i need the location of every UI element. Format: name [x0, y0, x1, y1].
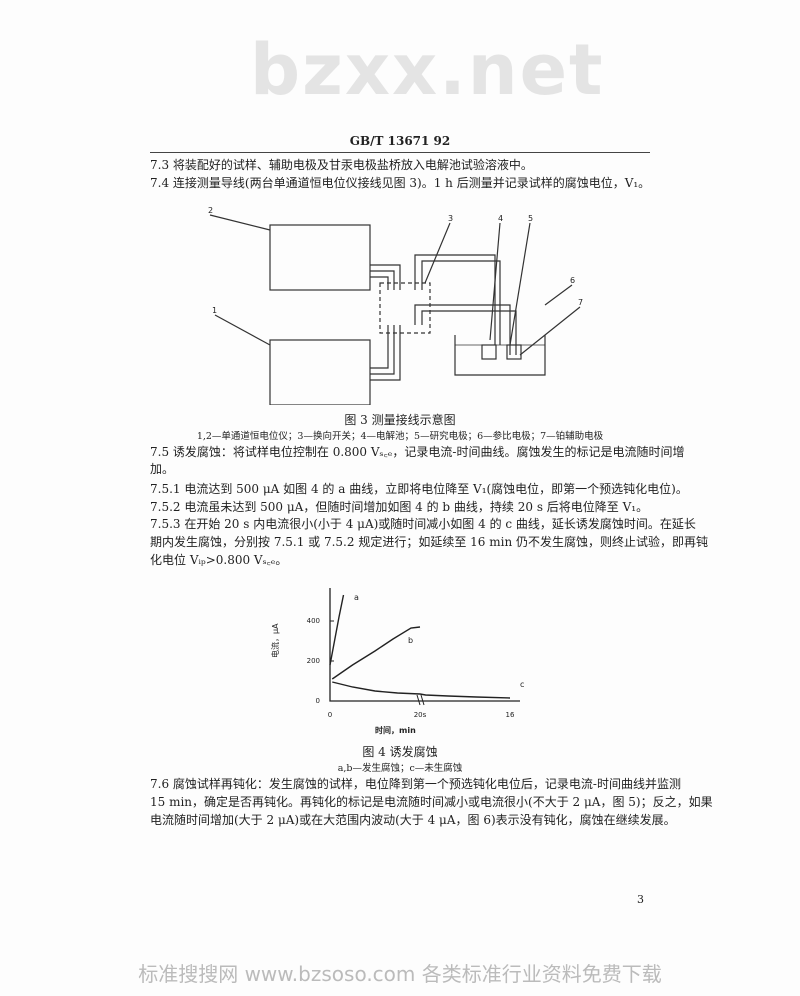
chart-axes — [329, 588, 520, 702]
x-tick-label: 0 — [328, 711, 332, 719]
y-tick-label: 400 — [307, 617, 320, 625]
watermark: bzxx.net — [250, 29, 605, 111]
axis-break — [416, 694, 425, 706]
series-b-label: b — [408, 636, 413, 645]
series-c-line — [332, 681, 511, 699]
y-axis-label: 电流，μA — [270, 623, 280, 658]
para-7-5: 7.5 诱发腐蚀：将试样电位控制在 0.800 Vₛ꜀ₑ，记录电流-时间曲线。腐… — [150, 445, 685, 459]
figure-3-diagram: 2 1 3 4 5 6 7 — [208, 206, 583, 405]
leader-lines — [209, 214, 581, 356]
working-electrode — [481, 344, 497, 360]
page-header: GB/T 13671 92 — [349, 134, 451, 148]
figure-4-legend: a,b—发生腐蚀；c—未生腐蚀 — [337, 763, 463, 774]
series-b-line — [331, 626, 421, 680]
potentiostat-1 — [269, 339, 371, 405]
reference-electrode — [506, 344, 522, 360]
y-tick-label: 200 — [307, 657, 320, 665]
para-7-5-1: 7.5.1 电流达到 500 μA 如图 4 的 a 曲线，立即将电位降至 V₁… — [150, 482, 688, 496]
figure-3-legend: 1,2—单通道恒电位仪；3—换向开关；4—电解池；5—研究电极；6—参比电极；7… — [196, 431, 604, 442]
fig3-label-3: 3 — [448, 214, 453, 223]
page-number: 3 — [637, 893, 644, 906]
para-7-5-cont: 加。 — [150, 462, 175, 476]
para-7-5-3-cont1: 期内发生腐蚀，分别按 7.5.1 或 7.5.2 规定进行；如延续至 16 mi… — [150, 535, 708, 549]
figure-4-chart: 电流，μA 时间，min 0 200 400 0 20s 16 a b c — [270, 588, 524, 735]
y-tick-label: 0 — [316, 697, 320, 705]
fig3-label-2: 2 — [208, 206, 213, 215]
wires-1 — [370, 325, 401, 381]
header-rule — [150, 152, 650, 153]
para-7-4: 7.4 连接测量导线(两台单通道恒电位仪接线见图 3)。1 h 后测量并记录试样… — [150, 176, 651, 190]
series-a-label: a — [354, 593, 359, 602]
footer-watermark: 标准搜搜网 www.bzsoso.com 各类标准行业资料免费下载 — [138, 962, 662, 986]
para-7-5-2: 7.5.2 电流虽未达到 500 μA，但随时间增加如图 4 的 b 曲线，持续… — [150, 500, 649, 514]
series-c-label: c — [520, 680, 524, 689]
fig3-label-6: 6 — [570, 276, 575, 285]
para-7-6-cont2: 电流随时间增加(大于 2 μA)或在大范围内波动(大于 4 μA，图 6)表示没… — [150, 813, 676, 827]
wires-2 — [370, 264, 401, 290]
switch-box — [379, 282, 431, 334]
para-7-3: 7.3 将装配好的试样、辅助电极及甘汞电极盐桥放入电解池试验溶液中。 — [150, 158, 533, 172]
para-7-6: 7.6 腐蚀试样再钝化：发生腐蚀的试样，电位降到第一个预选钝化电位后，记录电流-… — [150, 777, 681, 791]
para-7-6-cont1: 15 min，确定是否再钝化。再钝化的标记是电流随时间减小或电流很小(不大于 2… — [150, 795, 713, 809]
potentiostat-2 — [269, 224, 371, 291]
figure-3-caption: 图 3 测量接线示意图 — [344, 413, 456, 427]
fig3-label-4: 4 — [498, 214, 503, 223]
para-7-5-3-cont2: 化电位 Vᵢₚ>0.800 Vₛ꜀ₑ。 — [150, 553, 288, 567]
electrolytic-cell — [454, 335, 546, 376]
fig3-label-1: 1 — [212, 306, 217, 315]
wires-cell — [414, 254, 517, 355]
figure-4-caption: 图 4 诱发腐蚀 — [362, 745, 438, 759]
x-tick-label: 16 — [506, 711, 515, 719]
fig3-label-5: 5 — [528, 214, 533, 223]
x-axis-label: 时间，min — [375, 725, 416, 735]
x-tick-label: 20s — [414, 711, 427, 719]
fig3-label-7: 7 — [578, 298, 583, 307]
para-7-5-3: 7.5.3 在开始 20 s 内电流很小(小于 4 μA)或随时间减小如图 4 … — [150, 517, 696, 531]
series-a-line — [329, 594, 345, 666]
